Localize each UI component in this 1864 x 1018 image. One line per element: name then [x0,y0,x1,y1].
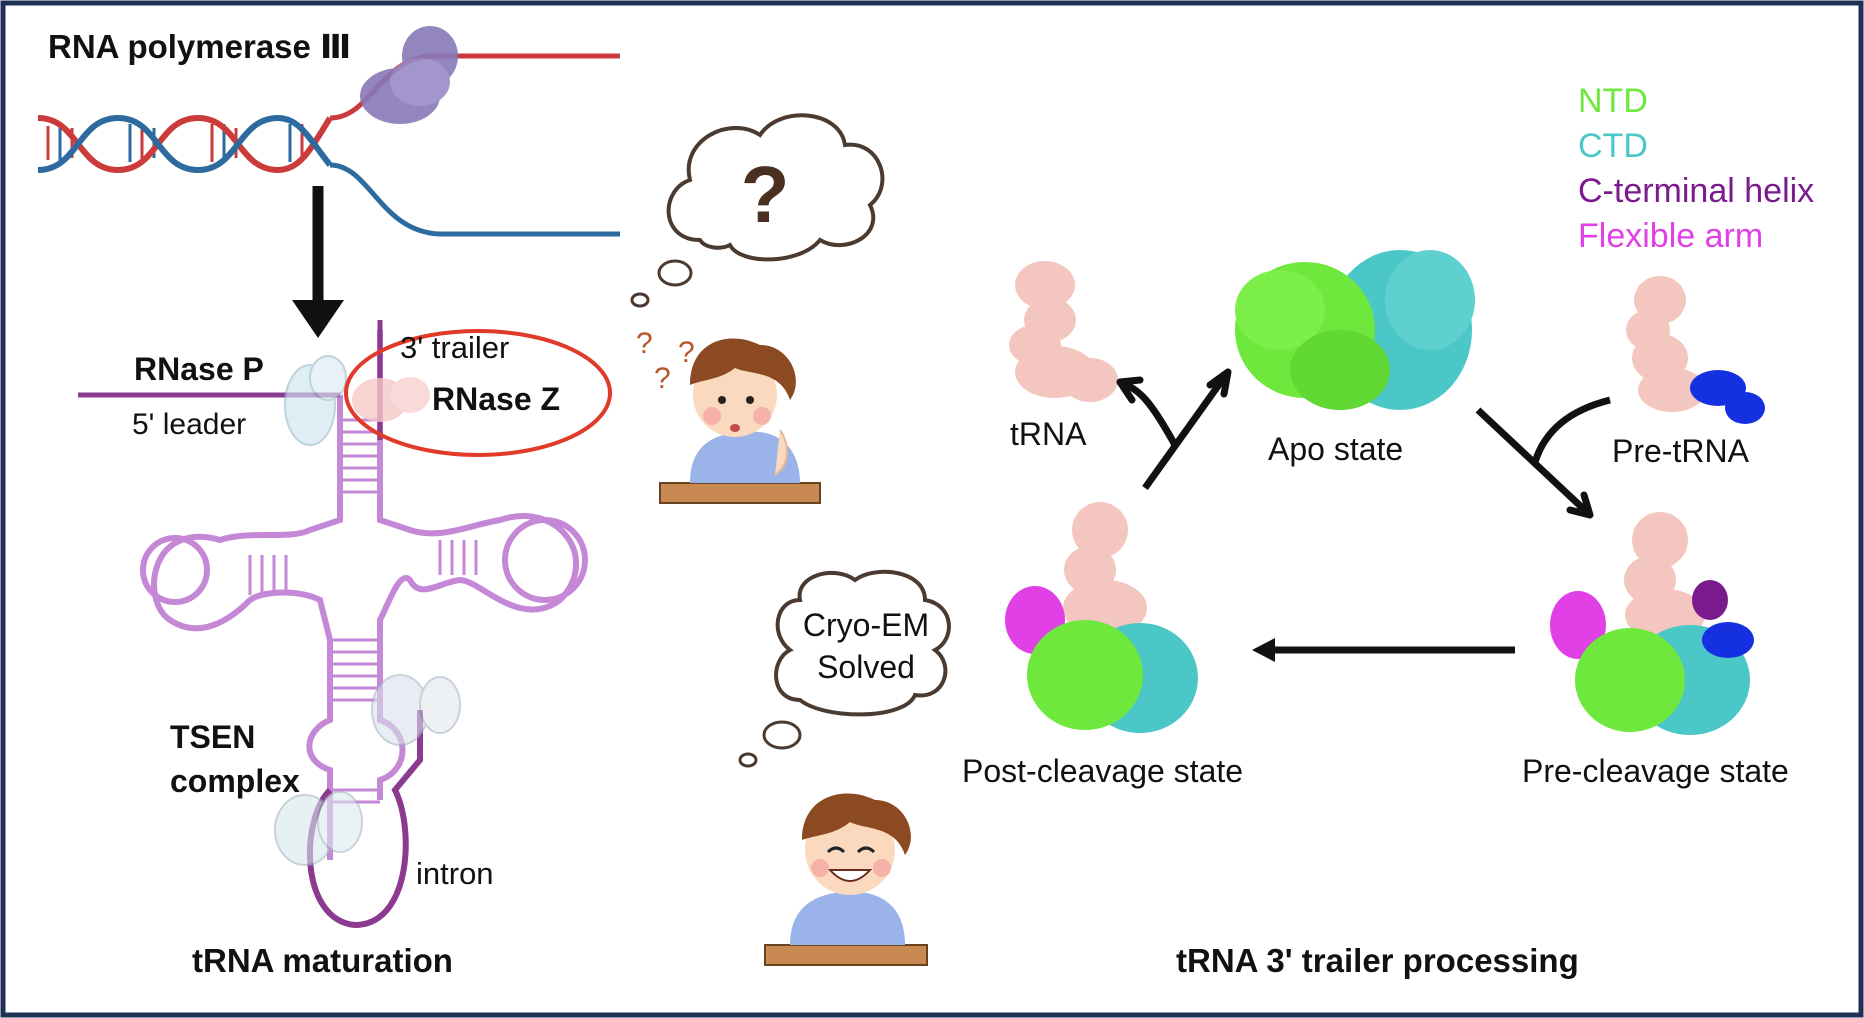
post-cleavage-label: Post-cleavage state [962,753,1243,789]
svg-text:?: ? [654,362,671,395]
legend-c-terminal-helix: C-terminal helix [1578,172,1814,210]
trailer-label: 3' trailer [400,330,509,365]
happy-child-figure [764,793,928,966]
rnase-z-label: RNase Z [432,381,560,417]
trna-label: tRNA [1010,416,1087,452]
solved-cloud: Cryo-EM Solved [738,569,951,768]
pre-trna-structure [1626,276,1765,424]
legend-ntd: NTD [1578,82,1648,120]
question-mark: ? [741,150,790,239]
pre-cleavage-structure [1550,512,1754,735]
helix-strand-blue [37,114,333,174]
arrow-apo-to-pre [1475,407,1593,518]
dna-strand-blue [329,162,620,237]
apo-state-label: Apo state [1268,431,1403,467]
released-trna-structure [1009,261,1118,402]
solved-cloud-line1: Cryo-EM [803,607,929,643]
maturation-arrow-head [292,300,344,338]
rnase-z-highlight-ring [344,329,612,457]
puzzled-child-figure [659,338,821,504]
tsen-label-line2: complex [170,763,300,799]
svg-text:?: ? [678,336,695,369]
pre-cleavage-label: Pre-cleavage state [1522,753,1789,789]
legend-flexible-arm: Flexible arm [1578,217,1763,255]
leader-label: 5' leader [132,408,246,441]
legend-ctd: CTD [1578,127,1648,165]
rnase-z-blob [352,377,430,422]
pre-trna-label: Pre-tRNA [1612,433,1750,469]
intron-label: intron [416,856,494,891]
rnase-p-blob [284,355,347,446]
tsen-label-line1: TSEN [170,719,255,755]
tsen-blobs [274,674,461,866]
solved-cloud-line2: Solved [817,649,915,685]
helix-strand-red [37,114,333,174]
svg-text:?: ? [636,327,653,360]
right-footer-title: tRNA 3' trailer processing [1176,942,1579,979]
arrow-pretrna-binding [1531,396,1611,464]
left-footer-title: tRNA maturation [192,942,453,979]
polymerase-blob [360,26,458,124]
apo-state-structure [1235,250,1475,410]
cycle-arrows [1116,368,1611,662]
question-cloud: ? [630,113,885,308]
rnase-p-label: RNase P [134,351,264,387]
dna-transcription: RNA polymerase Ⅲ [37,26,620,237]
post-cleavage-structure [1005,502,1198,733]
small-question-marks: ? ? ? [636,327,695,395]
arrow-post-to-apo [1142,369,1231,491]
legend: NTD CTD C-terminal helix Flexible arm [1578,82,1814,255]
polymerase-label: RNA polymerase Ⅲ [48,28,351,65]
